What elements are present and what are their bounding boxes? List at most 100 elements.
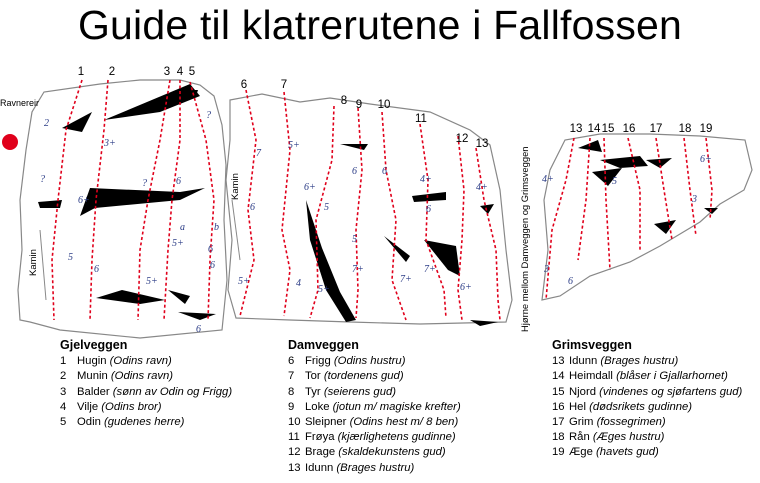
grade-label: 6: [196, 324, 201, 335]
route-number-13: 13: [570, 123, 583, 135]
route-line-17: [655, 137, 673, 241]
route-number-13: 13: [476, 138, 489, 150]
grade-label: 7+: [424, 264, 436, 275]
grade-label: 5: [68, 252, 73, 263]
grade-label: 5: [352, 234, 357, 245]
grade-label: 3: [543, 264, 549, 275]
grade-label: 7: [256, 148, 262, 159]
grade-label: 5: [612, 176, 617, 187]
ravnereir-label: Ravnereir: [0, 98, 39, 108]
route-number-6: 6: [241, 79, 247, 91]
grade-label: 6: [208, 244, 213, 255]
grade-label: 4: [296, 278, 301, 289]
route-number-5: 5: [189, 66, 195, 78]
route-number-8: 8: [341, 95, 347, 107]
ravnereir-marker: [2, 134, 18, 150]
grimsveggen-outline: [541, 133, 753, 301]
route-number-12: 12: [456, 133, 469, 145]
route-line-18: [683, 137, 697, 237]
grade-label: b: [214, 222, 219, 233]
grade-label: 5+: [172, 238, 184, 249]
grade-label: 6+: [460, 282, 472, 293]
grade-label: 5+: [238, 276, 250, 287]
grade-label: 6: [382, 166, 387, 177]
route-line-19: [705, 137, 713, 221]
damveggen-outline: [225, 93, 513, 325]
grade-label: ?: [206, 110, 211, 121]
route-line-16: [627, 137, 641, 250]
route-number-19: 19: [700, 123, 713, 135]
grade-label: 4+: [420, 174, 432, 185]
route-line-1: [51, 79, 83, 321]
route-line-3: [137, 79, 171, 321]
grade-label: 5+: [288, 140, 300, 151]
grade-label: 4+: [476, 182, 488, 193]
grade-label: ?: [40, 174, 45, 185]
route-line-13b: [545, 137, 575, 301]
route-line-15: [603, 137, 611, 271]
corner-label: Hjørne mellom Damveggen og Grimsveggen: [519, 147, 530, 333]
route-number-15: 15: [602, 123, 615, 135]
route-number-4: 4: [177, 66, 184, 78]
route-number-10: 10: [378, 99, 391, 111]
topo-diagram: 1 2 3 4 5 6 7 8 9 10 11 12 13 13 14 15 1…: [0, 66, 753, 339]
route-number-1: 1: [78, 66, 84, 78]
grade-label: 6: [176, 176, 181, 187]
grade-label: 6: [210, 260, 215, 271]
route-lines: [51, 79, 713, 321]
route-line-2: [89, 79, 109, 321]
route-number-3: 3: [164, 66, 170, 78]
grade-label: 6: [250, 202, 255, 213]
grade-label: 3: [691, 194, 697, 205]
route-number-11: 11: [415, 113, 427, 125]
route-line-6: [239, 89, 257, 317]
route-line-10: [381, 111, 407, 321]
grade-label: 6: [352, 166, 357, 177]
grade-label: 6: [568, 276, 573, 287]
route-line-5: [189, 81, 215, 321]
route-line-8: [309, 105, 335, 319]
wall-title-grimsveggen: Grimsveggen: [552, 338, 632, 352]
route-line-11: [419, 123, 447, 319]
kamin-label: Kamin: [28, 249, 39, 276]
page-title: Guide til klatrerutene i Fallfossen: [77, 2, 683, 48]
grade-label: 2: [44, 118, 49, 129]
grade-label: 6+: [304, 182, 316, 193]
route-line-14: [577, 137, 591, 261]
grade-label: 6+: [78, 195, 90, 206]
gjelveggen-outline: [17, 79, 228, 339]
wall-title-gjelveggen: Gjelveggen: [60, 338, 128, 352]
grade-label: 7+: [400, 274, 412, 285]
wall-title-damveggen: Damveggen: [288, 338, 359, 352]
grade-label: 7+: [352, 264, 364, 275]
route-number-2: 2: [109, 66, 115, 78]
grade-label: 5: [324, 202, 329, 213]
grade-label: 4+: [542, 174, 554, 185]
route-line-4: [163, 80, 181, 321]
route-number-7: 7: [281, 79, 287, 91]
route-number-17: 17: [650, 123, 663, 135]
grade-label: 6: [426, 204, 431, 215]
route-number-18: 18: [679, 123, 692, 135]
grade-label: 6+: [700, 154, 712, 165]
route-number-9: 9: [356, 99, 362, 111]
grade-label: a: [180, 222, 185, 233]
